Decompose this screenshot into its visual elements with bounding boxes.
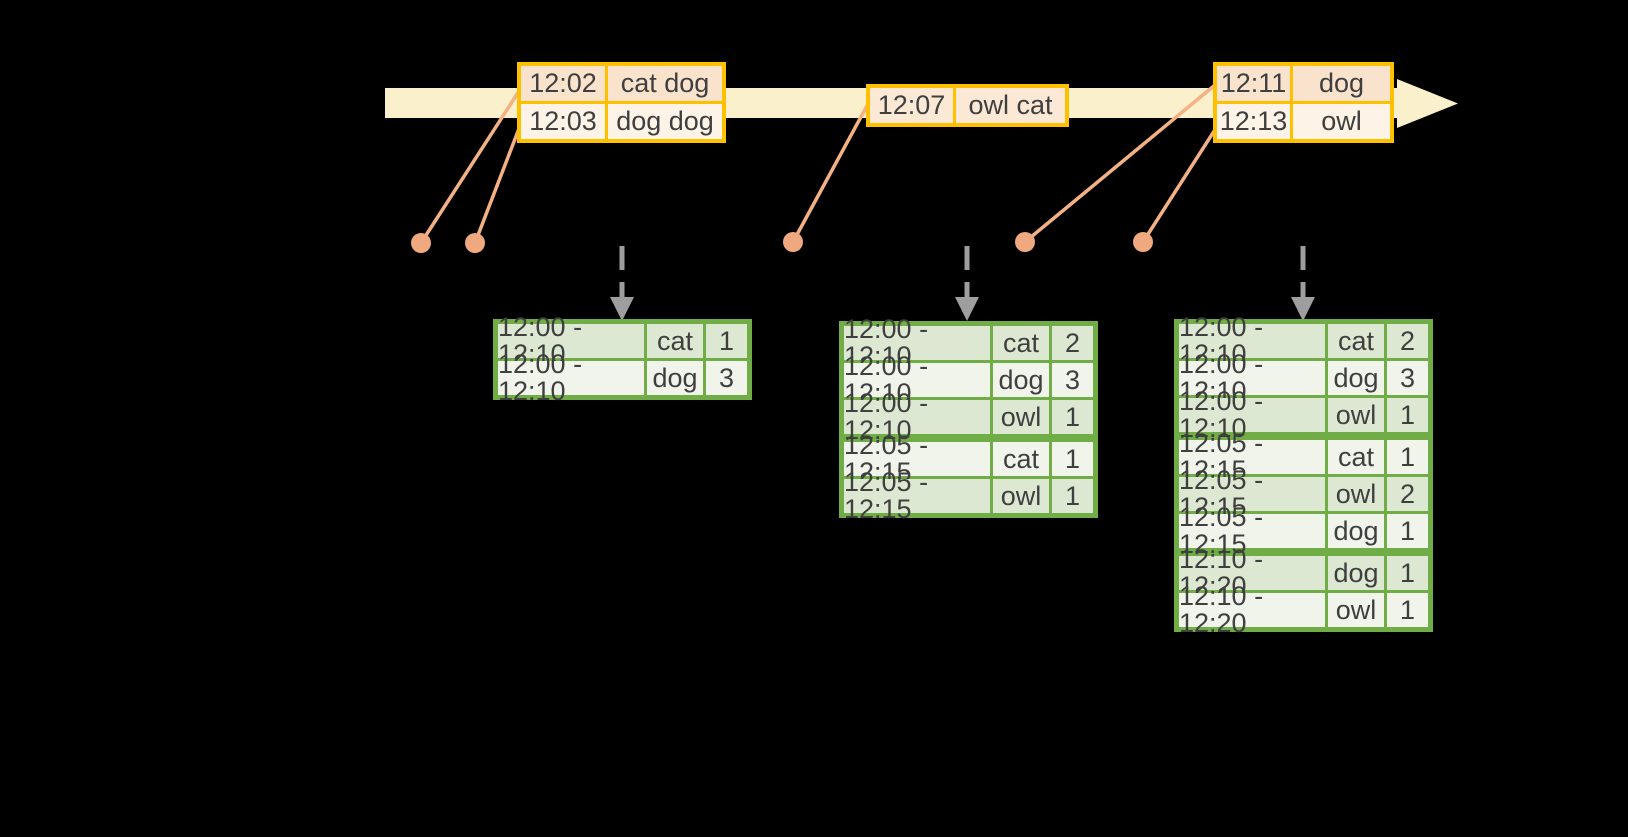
event-words-cell: owl [1293,104,1390,139]
window-cell: 12:00 - 12:10 [844,353,990,407]
trigger-arrows [619,246,1306,299]
table-row: 12:13 owl [1217,104,1390,139]
arrow-down-icon [610,297,634,321]
event-words-cell: dog dog [608,104,722,139]
table-row: 12:02 cat dog [521,66,722,101]
table-row: 12:11 dog [1217,66,1390,101]
table-row: 12:00 - 12:10 dog 3 [1179,351,1428,405]
word-cell: owl [1328,477,1384,511]
word-cell: owl [993,479,1049,513]
table-row: 12:10 - 12:20 owl 1 [1179,583,1428,637]
window-cell: 12:00 - 12:10 [498,351,644,405]
connector-line [473,125,522,244]
count-cell: 1 [706,324,747,358]
window-cell: 12:00 - 12:10 [844,316,990,370]
event-dot [411,233,431,253]
word-cell: cat [993,442,1049,476]
event-table-1: 12:02 cat dog 12:03 dog dog [517,62,726,143]
word-cell: dog [1328,514,1384,548]
table-row: 12:00 - 12:10 cat 2 [1179,314,1428,368]
connector-line [791,103,870,243]
word-cell: dog [993,363,1049,397]
count-cell: 1 [1387,440,1428,474]
word-cell: dog [1328,361,1384,395]
table-row: 12:00 - 12:10 cat 2 [844,316,1093,370]
window-cell: 12:05 - 12:15 [844,432,990,486]
count-cell: 1 [1052,479,1093,513]
table-row: 12:05 - 12:15 owl 2 [1179,467,1428,521]
connector-line [1023,83,1217,244]
window-cell: 12:05 - 12:15 [1179,504,1325,558]
event-dots [411,232,1153,253]
count-cell: 1 [1052,442,1093,476]
count-cell: 3 [706,361,747,395]
event-time-cell: 12:11 [1217,66,1290,101]
event-table-3: 12:11 dog 12:13 owl [1213,62,1394,143]
result-table-1: 12:00 - 12:10 cat 1 12:00 - 12:10 dog 3 [493,314,752,405]
window-cell: 12:00 - 12:10 [844,390,990,444]
event-time-cell: 12:07 [870,88,953,123]
count-cell: 1 [1387,398,1428,432]
table-row: 12:03 dog dog [521,104,722,139]
window-cell: 12:05 - 12:15 [844,469,990,523]
word-cell: cat [647,324,703,358]
event-dot [1133,232,1153,252]
table-row: 12:05 - 12:15 dog 1 [1179,504,1428,558]
word-cell: owl [1328,593,1384,627]
count-cell: 1 [1387,593,1428,627]
count-cell: 1 [1052,400,1093,434]
event-words-cell: owl cat [956,88,1065,123]
event-dot [783,232,803,252]
connector-line [1141,124,1220,243]
connector-line [419,87,523,244]
count-cell: 1 [1387,556,1428,590]
window-cell: 12:10 - 12:20 [1179,583,1325,637]
word-cell: cat [1328,440,1384,474]
table-row: 12:05 - 12:15 cat 1 [844,432,1093,486]
table-row: 12:05 - 12:15 owl 1 [844,469,1093,523]
window-cell: 12:00 - 12:10 [1179,388,1325,442]
window-cell: 12:05 - 12:15 [1179,467,1325,521]
table-row: 12:00 - 12:10 owl 1 [1179,388,1428,442]
count-cell: 2 [1052,326,1093,360]
count-cell: 1 [1387,514,1428,548]
trigger-arrowheads [610,297,1315,321]
word-cell: dog [1328,556,1384,590]
word-cell: owl [993,400,1049,434]
table-row: 12:00 - 12:10 dog 3 [844,353,1093,407]
count-cell: 3 [1052,363,1093,397]
table-row: 12:00 - 12:10 dog 3 [498,351,747,405]
word-cell: owl [1328,398,1384,432]
arrow-down-icon [1291,297,1315,321]
table-row: 12:07 owl cat [870,88,1065,123]
arrow-down-icon [955,297,979,321]
timeline-arrowhead-icon [1397,79,1458,128]
event-time-cell: 12:03 [521,104,605,139]
connector-lines [419,83,1220,244]
word-cell: cat [1328,324,1384,358]
event-words-cell: dog [1293,66,1390,101]
event-dot [1015,232,1035,252]
table-row: 12:00 - 12:10 owl 1 [844,390,1093,444]
word-cell: cat [993,326,1049,360]
count-cell: 2 [1387,477,1428,511]
result-table-2: 12:00 - 12:10 cat 2 12:00 - 12:10 dog 3 … [839,316,1098,523]
event-time-cell: 12:02 [521,66,605,101]
event-time-cell: 12:13 [1217,104,1290,139]
count-cell: 3 [1387,361,1428,395]
count-cell: 2 [1387,324,1428,358]
word-cell: dog [647,361,703,395]
window-cell: 12:00 - 12:10 [1179,351,1325,405]
event-dot [465,233,485,253]
result-table-3: 12:00 - 12:10 cat 2 12:00 - 12:10 dog 3 … [1174,314,1433,637]
event-table-2: 12:07 owl cat [866,84,1069,127]
event-words-cell: cat dog [608,66,722,101]
